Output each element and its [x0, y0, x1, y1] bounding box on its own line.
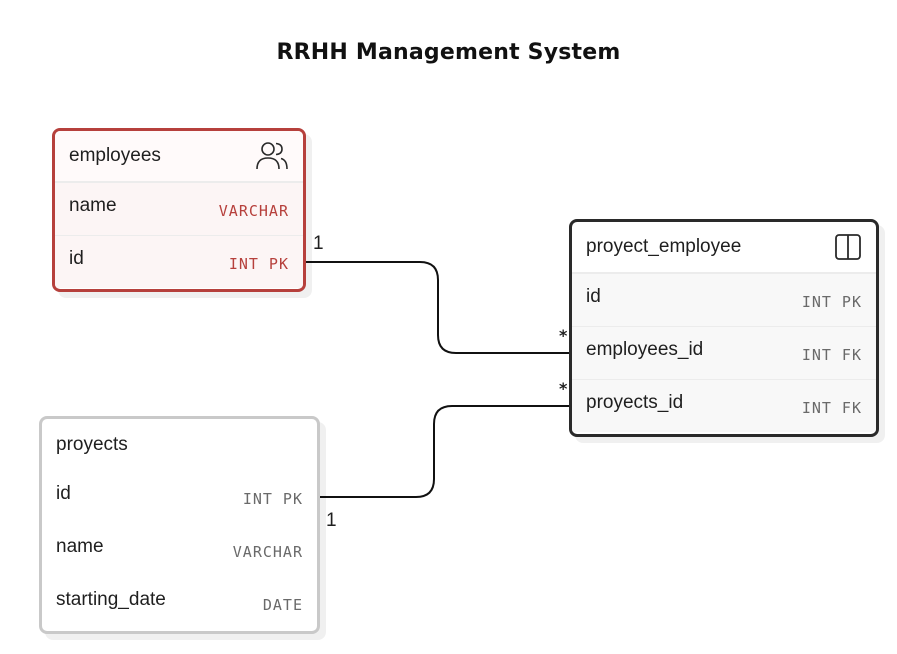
field-type: INT PK	[801, 293, 862, 311]
diagram-title: RRHH Management System	[276, 40, 621, 65]
entity-name: employees	[69, 145, 161, 166]
field-name: name	[56, 535, 104, 557]
entity-name: proyect_employee	[586, 236, 742, 257]
field-row[interactable]: id INT PK	[42, 470, 317, 523]
entity-header: proyect_employee	[572, 222, 876, 273]
field-row[interactable]: starting_date DATE	[42, 576, 317, 629]
cardinality-many-proyects-id: *	[559, 379, 568, 398]
connector-proyects-to-proyect-employee[interactable]	[312, 405, 578, 498]
entity-proyects[interactable]: proyects id INT PK name VARCHAR starting…	[39, 416, 320, 634]
field-name: proyects_id	[586, 392, 684, 413]
field-name: name	[69, 195, 117, 216]
field-type: INT FK	[801, 399, 862, 417]
field-row[interactable]: proyects_id INT FK	[572, 379, 876, 432]
field-row[interactable]: employees_id INT FK	[572, 326, 876, 379]
field-name: employees_id	[586, 339, 704, 360]
cardinality-one-proyects: 1	[326, 510, 337, 531]
field-type: INT PK	[228, 255, 289, 273]
field-type: VARCHAR	[218, 202, 289, 220]
field-name: id	[69, 248, 84, 269]
cardinality-one-employees: 1	[313, 233, 324, 254]
entity-header: proyects	[42, 419, 317, 470]
entity-proyect-employee[interactable]: proyect_employee id INT PK employees_id …	[569, 219, 879, 437]
field-name: id	[586, 286, 601, 307]
field-row[interactable]: name VARCHAR	[55, 182, 303, 235]
field-type: VARCHAR	[232, 542, 303, 561]
entity-employees[interactable]: employees name VARCHAR id INT PK	[52, 128, 306, 292]
cardinality-many-employees-id: *	[559, 326, 568, 345]
connector-employees-to-proyect-employee[interactable]	[298, 261, 578, 354]
field-type: INT FK	[801, 346, 862, 364]
field-type: DATE	[262, 595, 303, 614]
entity-header: employees	[55, 131, 303, 182]
table-split-icon	[826, 230, 862, 264]
field-row[interactable]: name VARCHAR	[42, 523, 317, 576]
field-row[interactable]: id INT PK	[55, 235, 303, 288]
field-name: starting_date	[56, 588, 166, 610]
users-icon	[253, 139, 289, 173]
field-row[interactable]: id INT PK	[572, 273, 876, 326]
entity-name: proyects	[56, 433, 128, 455]
field-type: INT PK	[242, 489, 303, 508]
field-name: id	[56, 482, 71, 504]
